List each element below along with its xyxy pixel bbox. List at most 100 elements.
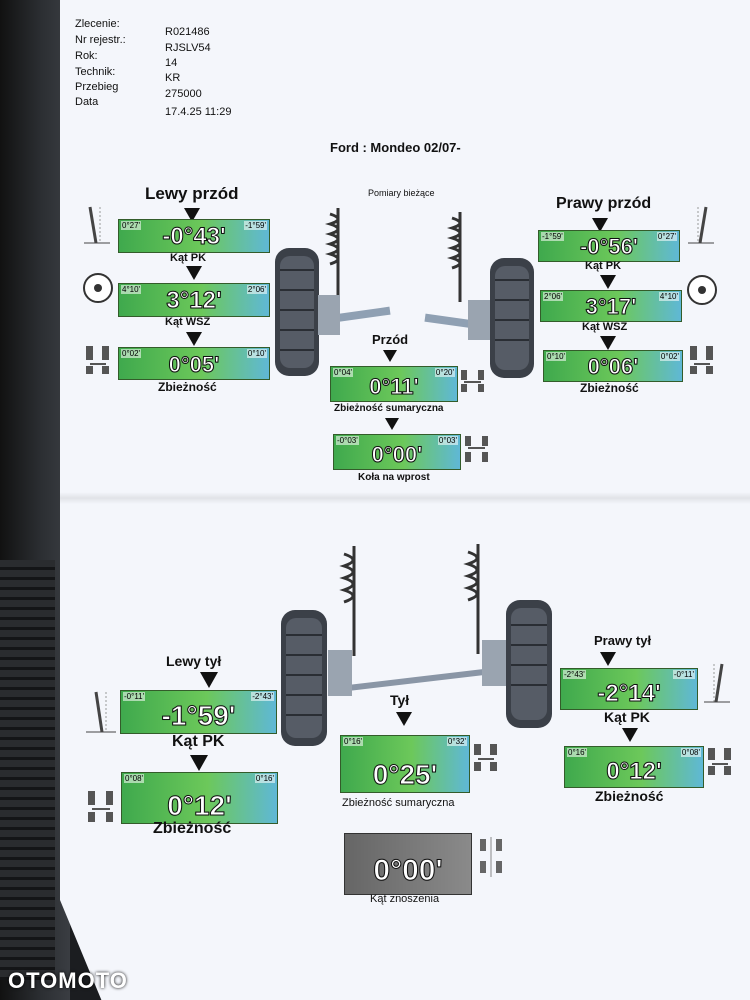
header-value: RJSLV54 (165, 42, 211, 54)
tolerance-max: -2°43' (251, 692, 274, 701)
tolerance-max: 0°02' (659, 352, 680, 361)
rear-left-camber-panel: -0°11' -2°43' -1°59' (120, 690, 277, 734)
rear-right-title: Prawy tył (594, 633, 652, 648)
front-left-camber-label: Kąt PK (170, 252, 207, 264)
paper-fold (60, 492, 750, 504)
down-arrow-icon (396, 712, 412, 726)
header-label: Nr rejestr.: (75, 34, 126, 46)
suspension-icon (324, 208, 462, 302)
front-center-title: Przód (372, 332, 409, 347)
front-left-camber-panel: 0°27' -1°59' -0°43' (118, 219, 270, 253)
toe-icon (708, 748, 731, 775)
measured-value: 0°05' (168, 352, 220, 378)
header-label: Przebieg (75, 81, 119, 93)
header-value: 14 (165, 57, 178, 69)
rear-left-title: Lewy tył (166, 653, 222, 669)
tolerance-min: 0°04' (333, 368, 354, 377)
suspension-icon (339, 544, 480, 656)
header-value: 275000 (165, 88, 202, 100)
thrust-angle-label: Kąt znoszenia (370, 893, 440, 905)
header-value: KR (165, 72, 181, 84)
camber-icon (688, 206, 714, 244)
measured-value: 0°00' (373, 854, 443, 888)
header-label: Zlecenie: (75, 18, 120, 30)
tolerance-max: 0°32' (446, 737, 467, 746)
tolerance-max: -0°11' (672, 670, 695, 679)
camber-icon (704, 663, 730, 703)
down-arrow-icon (600, 275, 616, 289)
rear-left-toe-label: Zbieżność (153, 820, 232, 837)
header-label: Data (75, 96, 99, 108)
down-arrow-icon (592, 218, 608, 232)
down-arrow-icon (385, 418, 399, 430)
toe-icon (461, 370, 484, 392)
down-arrow-icon (383, 350, 397, 362)
tolerance-min: 0°02' (121, 349, 142, 358)
front-straight-panel: -0°03' 0°03' 0°00' (333, 434, 461, 470)
tolerance-min: -1°59' (541, 232, 564, 241)
measured-value: -0°56' (579, 234, 639, 260)
tolerance-min: 0°27' (121, 221, 142, 230)
measured-value: 0°06' (587, 354, 639, 380)
toe-icon (474, 744, 497, 771)
air-vent-background (0, 560, 55, 980)
camber-icon (84, 206, 110, 244)
rear-right-camber-label: Kąt PK (604, 709, 650, 725)
wheel-icon (275, 248, 319, 376)
tolerance-min: 0°10' (546, 352, 567, 361)
front-left-caster-label: Kąt WSZ (165, 316, 211, 328)
front-right-title: Prawy przód (556, 195, 652, 212)
rear-right-toe-label: Zbieżność (595, 788, 664, 804)
down-arrow-icon (622, 728, 638, 742)
toe-icon (690, 346, 713, 374)
down-arrow-icon (186, 266, 202, 280)
tolerance-min: 0°08' (124, 774, 145, 783)
tolerance-min: 0°16' (343, 737, 364, 746)
front-right-caster-panel: 2°06' 4°10' 3°17' (540, 290, 682, 322)
wheel-icon (687, 275, 717, 305)
rear-left-toe-panel: 0°08' 0°16' 0°12' (121, 772, 278, 824)
front-right-camber-label: Kąt PK (585, 260, 622, 272)
front-left-caster-panel: 4°10' 2°06' 3°12' (118, 283, 270, 317)
tolerance-min: 4°10' (121, 285, 142, 294)
steering-icon (465, 436, 488, 462)
wheel-icon (506, 600, 552, 728)
down-arrow-icon (186, 332, 202, 346)
measured-value: 0°12' (606, 758, 662, 786)
measured-value: -1°59' (161, 700, 236, 732)
front-right-camber-panel: -1°59' 0°27' -0°56' (538, 230, 680, 262)
rear-total-toe-label: Zbieżność sumaryczna (342, 797, 455, 809)
front-right-caster-label: Kąt WSZ (582, 321, 628, 333)
front-right-toe-panel: 0°10' 0°02' 0°06' (543, 350, 683, 382)
measured-value: 0°12' (167, 790, 233, 822)
wheel-icon (490, 258, 534, 378)
down-arrow-icon (200, 672, 218, 688)
tolerance-max: 0°16' (254, 774, 275, 783)
camber-icon (86, 691, 116, 733)
front-left-toe-label: Zbieżność (158, 380, 217, 394)
header-label: Technik: (75, 66, 116, 78)
front-total-toe-label: Zbieżność sumaryczna (334, 403, 444, 414)
tolerance-max: 2°06' (246, 285, 267, 294)
front-axle-illustration (275, 208, 534, 378)
down-arrow-icon (184, 208, 200, 222)
toe-icon (88, 791, 113, 822)
toe-icon (86, 346, 109, 374)
measured-value: -2°14' (597, 680, 661, 708)
tolerance-min: -2°43' (563, 670, 586, 679)
wheel-icon (281, 610, 327, 746)
header-value: 17.4.25 11:29 (165, 106, 232, 118)
tolerance-max: 0°20' (434, 368, 455, 377)
tolerance-min: 2°06' (543, 292, 564, 301)
measured-value: -0°43' (162, 223, 226, 251)
front-left-toe-panel: 0°02' 0°10' 0°05' (118, 347, 270, 380)
down-arrow-icon (600, 652, 616, 666)
measured-value: 3°12' (166, 287, 222, 315)
tolerance-min: -0°03' (336, 436, 359, 445)
rear-right-camber-panel: -2°43' -0°11' -2°14' (560, 668, 698, 710)
measured-value: 3°17' (585, 294, 637, 320)
tolerance-min: -0°11' (123, 692, 146, 701)
measured-value: 0°00' (371, 442, 423, 468)
down-arrow-icon (600, 336, 616, 350)
wheel-icon (83, 273, 113, 303)
